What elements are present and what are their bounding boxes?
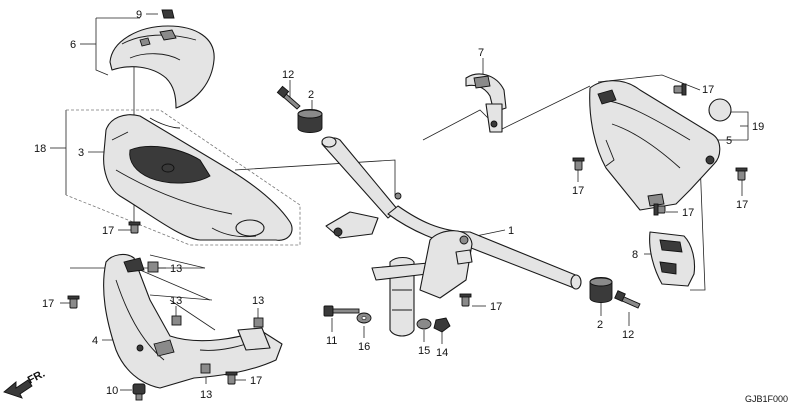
callout-14: 14: [436, 347, 448, 359]
part-12-bolt-upper: [276, 85, 301, 110]
screw-17-under-bar: [459, 293, 472, 307]
screw-17-lower-left: [67, 295, 80, 309]
screw-17-top-right: [673, 83, 687, 96]
part-3-front-cover: [103, 114, 293, 241]
part-7-bracket: [465, 73, 507, 133]
callout-10: 10: [106, 385, 118, 397]
callout-12a: 12: [282, 69, 294, 81]
callout-labels: 9 6 18 3 17 12 2 7 17 19 5 17 17 17 8 1 …: [34, 9, 764, 401]
part-6-top-cover: [109, 25, 215, 109]
callout-17f: 17: [42, 298, 54, 310]
part-2-rubber-upper: [297, 109, 323, 133]
callout-13a: 13: [170, 263, 182, 275]
callout-13c: 13: [252, 295, 264, 307]
callout-3: 3: [78, 147, 84, 159]
callout-12b: 12: [622, 329, 634, 341]
callout-17a: 17: [102, 225, 114, 237]
clip-13-a: [147, 261, 159, 273]
callout-11: 11: [326, 335, 337, 347]
screw-17-left-upper: [128, 221, 141, 234]
bolt-10: [132, 383, 146, 401]
callout-17d: 17: [736, 199, 748, 211]
callout-2a: 2: [308, 89, 314, 101]
part-5-rear-panel: [589, 80, 721, 211]
screw-17-bottom: [225, 371, 238, 385]
part-19-cap: [708, 98, 732, 122]
clip-13-c: [253, 317, 264, 328]
callout-16: 16: [358, 341, 370, 353]
callout-8: 8: [632, 249, 638, 261]
screw-17-panel-right: [735, 167, 748, 181]
callout-15: 15: [418, 345, 430, 357]
part-4-lower-cover: [103, 253, 283, 389]
callout-17b: 17: [702, 84, 714, 96]
clip-13-b: [171, 315, 182, 326]
callout-1: 1: [508, 225, 514, 237]
part-1-handlebar-frame: [321, 136, 582, 337]
callout-19: 19: [752, 121, 764, 133]
part-8-switch-housing: [649, 231, 696, 287]
part-9-clip: [161, 9, 175, 19]
clip-13-d: [200, 363, 211, 374]
callout-17h: 17: [490, 301, 502, 313]
callout-4: 4: [92, 335, 98, 347]
washer-16: [356, 312, 372, 324]
screw-17-panel-left: [572, 157, 585, 171]
washer-15: [416, 318, 432, 330]
callout-5: 5: [726, 135, 732, 147]
callout-17g: 17: [250, 375, 262, 387]
bolt-11: [323, 305, 360, 317]
drawing-code: GJB1F000: [745, 394, 788, 404]
callout-9: 9: [136, 9, 142, 21]
callout-17c: 17: [572, 185, 584, 197]
callout-2b: 2: [597, 319, 603, 331]
front-direction-label: FR.: [26, 368, 47, 387]
front-direction-arrow: [3, 379, 33, 399]
callout-13d: 13: [200, 389, 212, 401]
screw-17-panel-bottom: [653, 203, 666, 216]
part-2-rubber-lower: [589, 277, 613, 303]
callout-17e: 17: [682, 207, 694, 219]
nut-14: [433, 317, 451, 333]
callout-6: 6: [70, 39, 76, 51]
callout-18: 18: [34, 143, 46, 155]
part-12-bolt-lower: [614, 290, 641, 309]
callout-7: 7: [478, 47, 484, 59]
callout-13b: 13: [170, 295, 182, 307]
